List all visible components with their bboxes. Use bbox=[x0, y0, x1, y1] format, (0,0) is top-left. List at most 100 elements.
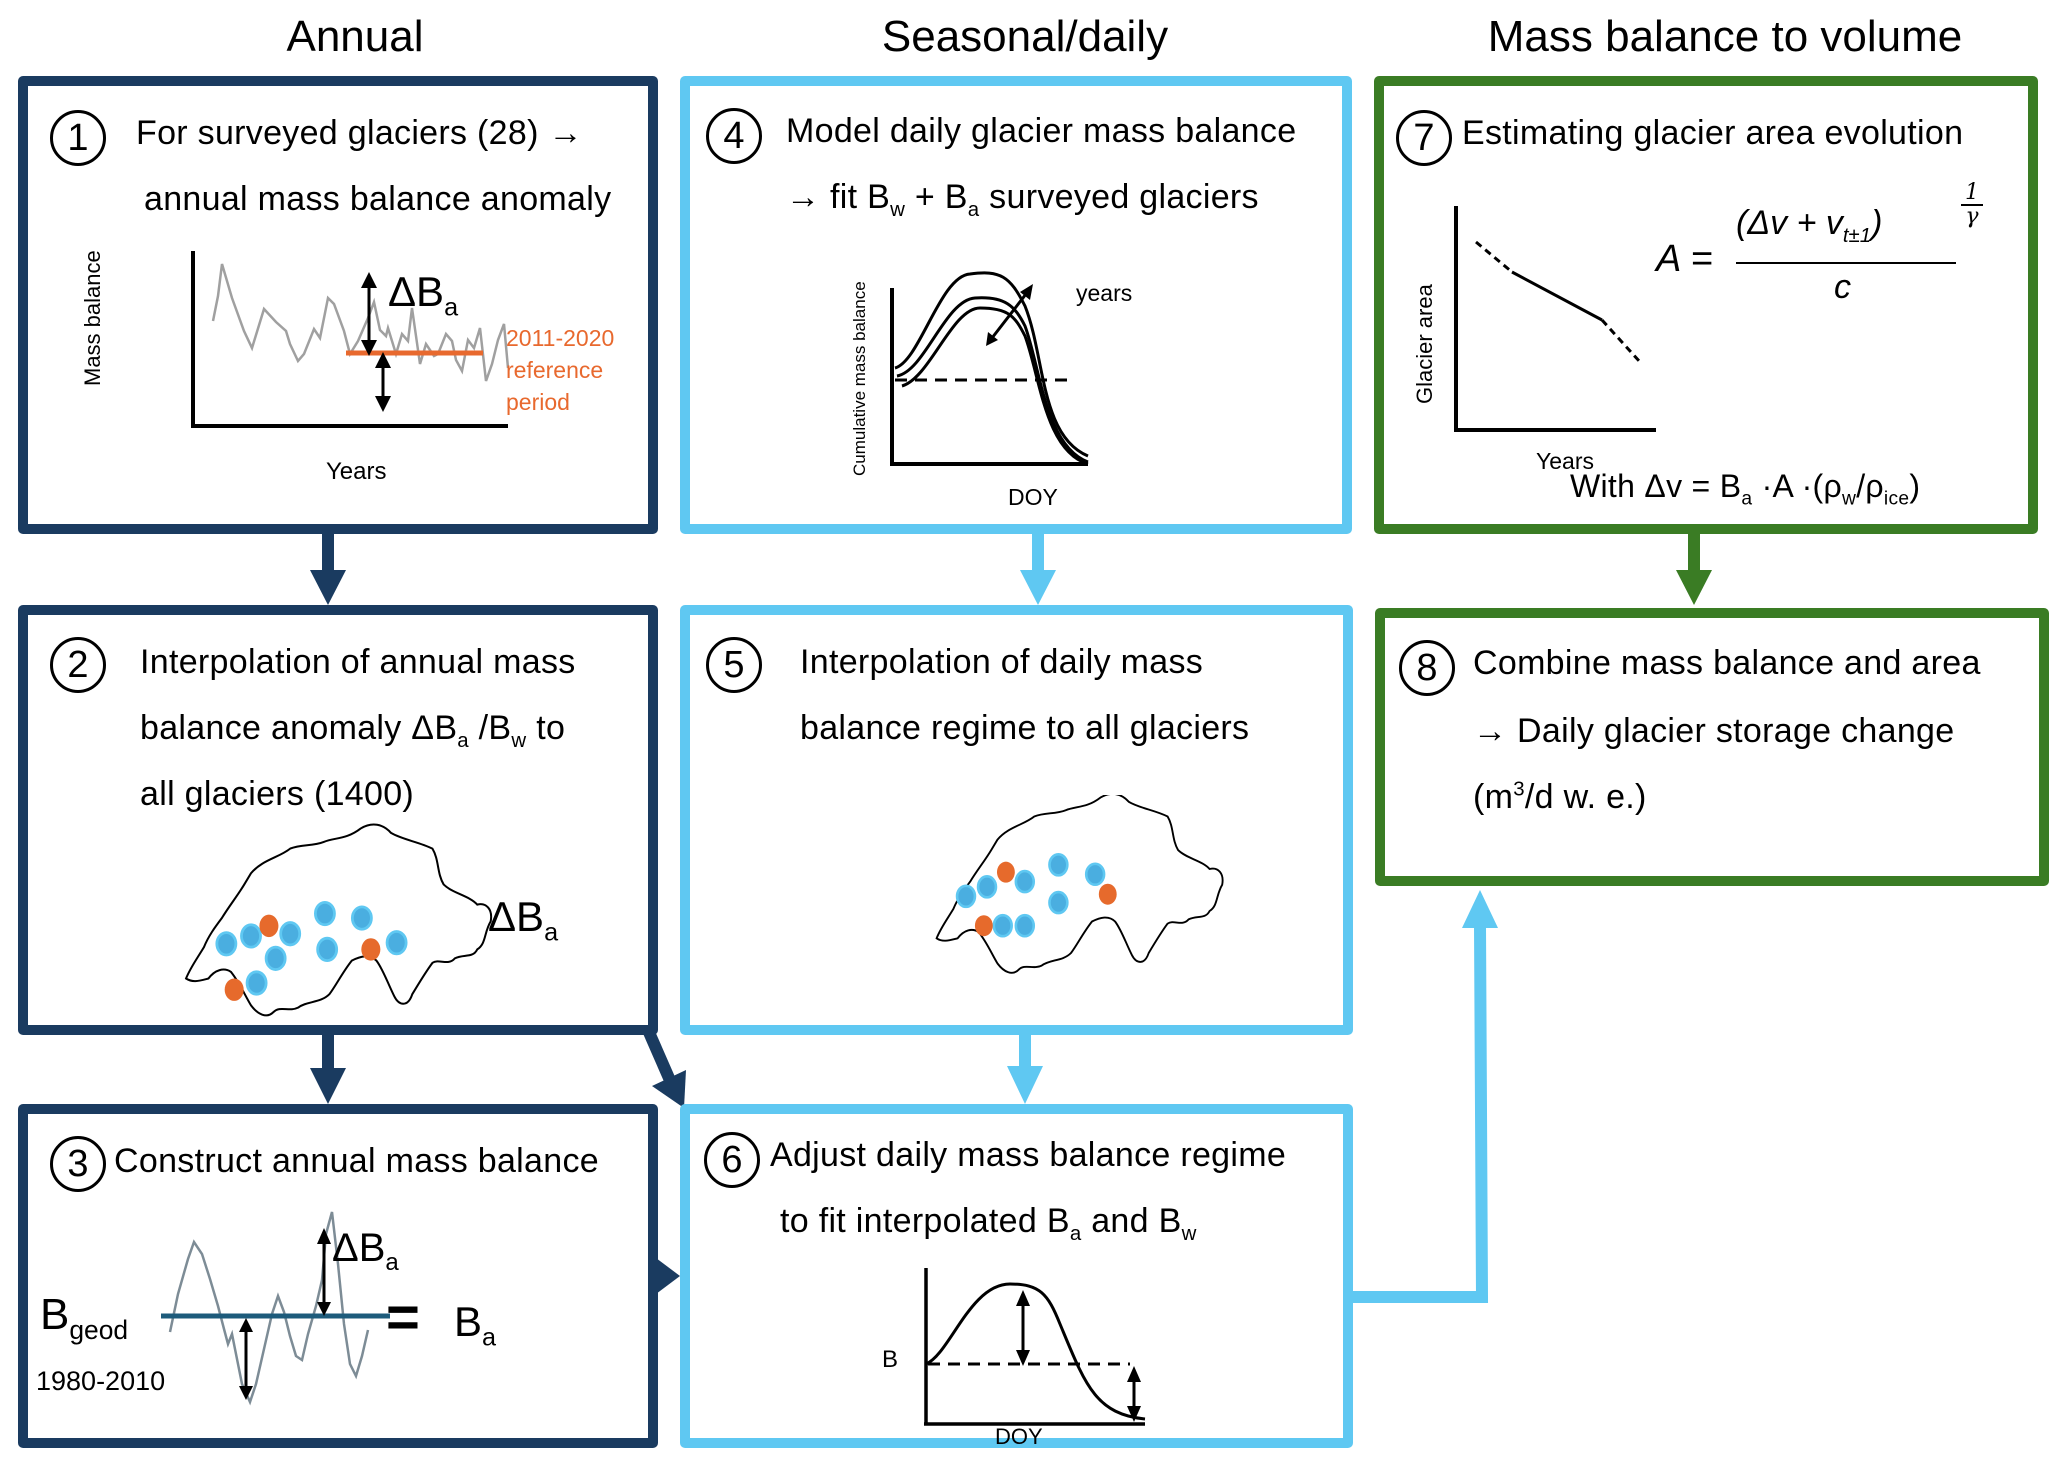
step-number-7: 7 bbox=[1396, 110, 1452, 166]
step-6-title-line1: Adjust daily mass balance regime bbox=[770, 1136, 1287, 1174]
arrow-5-to-6 bbox=[1007, 1030, 1043, 1104]
step-7-box: 7 Estimating glacier area evolution Glac… bbox=[1374, 76, 2038, 534]
step-8-title-line3: (m3/d w. e.) bbox=[1473, 778, 1647, 817]
glacier-dot-modeled bbox=[976, 875, 998, 899]
step-number-3: 3 bbox=[50, 1136, 106, 1192]
text: (m bbox=[1473, 778, 1514, 816]
step-6-chart bbox=[924, 1268, 1146, 1426]
x-axis-label: Years bbox=[1536, 448, 1594, 474]
step-5-title-line1: Interpolation of daily mass bbox=[800, 643, 1204, 681]
switzerland-outline bbox=[184, 823, 493, 1017]
subscript: w bbox=[1181, 1222, 1197, 1245]
text: → fit B bbox=[786, 178, 891, 216]
step-7-chart bbox=[1454, 206, 1656, 432]
text: /ρ bbox=[1856, 468, 1884, 504]
delta-arrow-up bbox=[317, 1228, 331, 1316]
subscript: ice bbox=[1883, 488, 1910, 510]
glacier-dot-surveyed bbox=[1098, 883, 1117, 905]
glacier-dot-modeled bbox=[316, 936, 339, 963]
step-number-2: 2 bbox=[50, 637, 106, 693]
step-6-title-line2: to fit interpolated Ba and Bw bbox=[780, 1202, 1197, 1246]
years-arrow bbox=[986, 284, 1033, 346]
delta-ba-label: ΔBa bbox=[388, 268, 458, 322]
bgeod-label: Bgeod bbox=[40, 1290, 128, 1346]
past-extrapolation bbox=[1475, 240, 1513, 274]
delta-v-definition: With Δv = Ba ·A ·(ρw/ρice) bbox=[1570, 468, 1920, 510]
column-header-seasonal: Seasonal/daily bbox=[881, 12, 1169, 61]
switzerland-map bbox=[184, 823, 493, 1017]
area-formula: A = (Δv + vt±1) 1 γ c bbox=[1656, 182, 1996, 342]
step-1-title-line2: annual mass balance anomaly bbox=[144, 180, 612, 218]
column-header-volume: Mass balance to volume bbox=[1487, 12, 1963, 61]
step-6-box: 6 Adjust daily mass balance regime to fi… bbox=[680, 1104, 1353, 1449]
subscript: a bbox=[1741, 488, 1753, 510]
step-7-title: Estimating glacier area evolution bbox=[1462, 114, 1964, 152]
subscript: a bbox=[385, 1249, 399, 1276]
step-3-title: Construct annual mass balance bbox=[114, 1142, 599, 1180]
glacier-dot-modeled bbox=[992, 913, 1013, 938]
glacier-dot-modeled bbox=[1048, 852, 1069, 877]
glacier-dot-surveyed bbox=[361, 938, 381, 961]
text: balance anomaly ΔB bbox=[140, 709, 458, 747]
text: to fit interpolated B bbox=[780, 1202, 1070, 1240]
reference-line3: period bbox=[506, 389, 570, 415]
formula-exponent: 1 γ bbox=[1961, 182, 1983, 228]
years-annotation: years bbox=[1076, 280, 1133, 306]
map-delta-label: ΔBa bbox=[488, 893, 558, 947]
reference-line1: 2011-2020 bbox=[506, 325, 615, 351]
arrow-3-to-6 bbox=[656, 1258, 680, 1294]
formula-denominator: c bbox=[1834, 268, 1851, 306]
step-4-chart bbox=[890, 271, 1089, 466]
y-axis-label: Cumulative mass balance bbox=[850, 281, 869, 476]
equals-sign: = bbox=[386, 1285, 420, 1350]
x-axis-label: Years bbox=[326, 458, 387, 485]
step-5-title-line2: balance regime to all glaciers bbox=[800, 709, 1250, 747]
glacier-dot-modeled bbox=[1084, 862, 1106, 887]
subscript: w bbox=[1842, 488, 1857, 510]
step-4-title-line2: → fit Bw + Ba surveyed glaciers bbox=[786, 178, 1259, 222]
subscript: a bbox=[967, 198, 980, 221]
exponent-denominator: γ bbox=[1965, 204, 1979, 229]
subscript: a bbox=[457, 729, 469, 752]
superscript: 3 bbox=[1513, 778, 1525, 801]
step-3-box: 3 Construct annual mass balance Bgeod 19… bbox=[18, 1104, 658, 1448]
arrow-4-to-5 bbox=[1020, 530, 1056, 605]
year-curve-2 bbox=[896, 296, 1089, 464]
glacier-dot-modeled bbox=[1014, 913, 1036, 938]
step-number-8: 8 bbox=[1399, 640, 1455, 696]
glacier-dot-modeled bbox=[1048, 890, 1069, 915]
text: With Δv = B bbox=[1570, 468, 1742, 504]
reference-period-label: 2011-2020 reference period bbox=[506, 322, 614, 418]
delta-symbol: ΔB bbox=[388, 268, 445, 315]
text: to bbox=[526, 709, 566, 747]
step-4-box: 4 Model daily glacier mass balance → fit… bbox=[680, 76, 1352, 534]
exponent-numerator: 1 bbox=[1965, 180, 1979, 205]
y-axis-label: B bbox=[882, 1346, 899, 1373]
x-axis-label: DOY bbox=[1008, 484, 1058, 510]
delta-arrow-up bbox=[361, 272, 377, 356]
step-2-title-line3: all glaciers (1400) bbox=[140, 775, 415, 813]
subscript: a bbox=[544, 918, 559, 947]
step-2-title-line1: Interpolation of annual mass bbox=[140, 643, 576, 681]
observed-area bbox=[1511, 270, 1603, 322]
glacier-dot-modeled bbox=[215, 931, 238, 957]
step-8-title-line1: Combine mass balance and area bbox=[1473, 644, 1981, 682]
glacier-dot-modeled bbox=[1014, 869, 1036, 894]
glacier-dot-surveyed bbox=[996, 861, 1015, 883]
annual-adjust-arrow bbox=[1127, 1366, 1141, 1422]
subscript: w bbox=[511, 729, 527, 752]
text: /B bbox=[468, 709, 512, 747]
step-5-box: 5 Interpolation of daily mass balance re… bbox=[680, 605, 1353, 1035]
future-extrapolation bbox=[1600, 318, 1642, 364]
text: ΔB bbox=[332, 1226, 386, 1270]
text: B bbox=[40, 1290, 70, 1339]
geodetic-period: 1980-2010 bbox=[36, 1366, 166, 1396]
step-8-box: 8 Combine mass balance and area → Daily … bbox=[1375, 608, 2049, 886]
glacier-dot-modeled bbox=[955, 884, 977, 909]
step-1-box: 1 For surveyed glaciers (28) → annual ma… bbox=[18, 76, 658, 534]
text: ) bbox=[1909, 468, 1921, 504]
step-8-title-line2: → Daily glacier storage change bbox=[1473, 712, 1955, 750]
text: ·A ·(ρ bbox=[1752, 468, 1843, 504]
text: and B bbox=[1081, 1202, 1182, 1240]
